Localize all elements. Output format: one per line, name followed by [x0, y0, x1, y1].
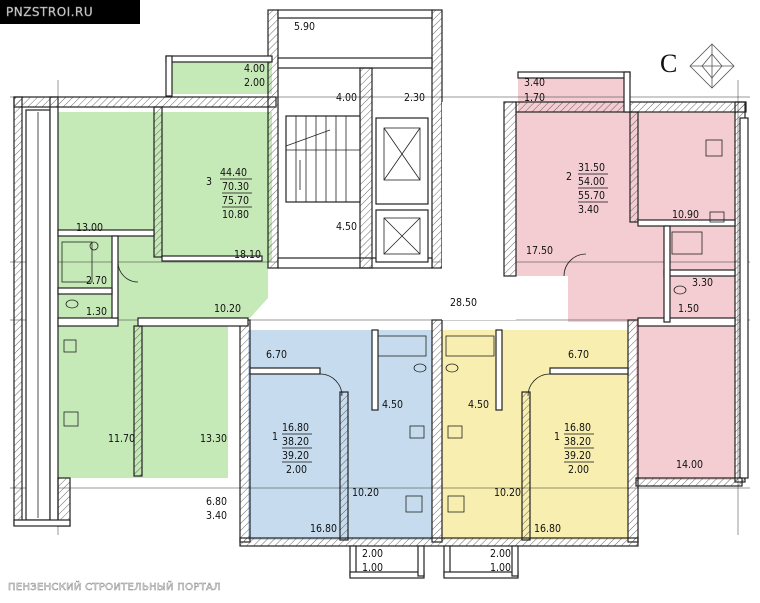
yellow-interior-walls [443, 329, 629, 579]
label-green-bottom-a: 6.80 [206, 496, 227, 508]
label-yellow-balcony-a: 2.00 [490, 548, 511, 560]
watermark-top: PNZSTROI.RU [6, 5, 93, 19]
label-yellow-kitchen: 10.20 [494, 487, 521, 499]
yellow-area-full: 39.20 [564, 450, 591, 462]
pink-area-balcony: 3.40 [578, 204, 599, 216]
apartment-green-fill [58, 112, 272, 478]
label-stair-landing: 4.50 [336, 221, 357, 233]
label-green-wc: 1.30 [86, 306, 107, 318]
blue-rooms: 1 [272, 431, 278, 443]
yellow-area-total: 38.20 [564, 436, 591, 448]
label-blue-hall: 6.70 [266, 349, 287, 361]
blue-summary: 1 16.80 38.20 39.20 2.00 [272, 422, 309, 476]
label-blue-balcony-a: 2.00 [362, 548, 383, 560]
label-green-bottom-b: 3.40 [206, 510, 227, 522]
pink-interior-walls [517, 71, 736, 327]
green-area-total: 70.30 [222, 181, 249, 193]
door-swings [117, 253, 587, 397]
pink-summary: 2 31.50 54.00 55.70 3.40 [566, 162, 605, 216]
label-yellow-bath: 4.50 [468, 399, 489, 411]
watermark-background [0, 0, 140, 24]
pink-area-total: 54.00 [578, 176, 605, 188]
yellow-area-balcony: 2.00 [568, 464, 589, 476]
summary-underlines [220, 173, 608, 463]
yellow-summary: 1 16.80 38.20 39.20 2.00 [554, 422, 591, 476]
green-rooms: 3 [206, 176, 212, 188]
label-blue-room: 16.80 [310, 523, 337, 535]
watermark-bottom: ПЕНЗЕНСКИЙ СТРОИТЕЛЬНЫЙ ПОРТАЛ [8, 580, 221, 593]
label-yellow-room: 16.80 [534, 523, 561, 535]
label-blue-balcony-b: 1.00 [362, 562, 383, 574]
blue-area-living: 16.80 [282, 422, 309, 434]
label-green-room-a: 11.70 [108, 433, 135, 445]
corridor [442, 101, 517, 320]
room-labels: 5.90 4.00 2.00 4.00 2.30 3.40 1.70 13.00… [76, 21, 713, 574]
apartment-yellow-fill [442, 330, 628, 540]
label-pink-kitchen: 10.90 [672, 209, 699, 221]
blue-area-total: 38.20 [282, 436, 309, 448]
outer-walls [13, 96, 749, 547]
label-yellow-balcony-b: 1.00 [490, 562, 511, 574]
label-yellow-hall: 6.70 [568, 349, 589, 361]
green-interior-walls [57, 55, 273, 477]
label-blue-bath: 4.50 [382, 399, 403, 411]
label-pink-room: 14.00 [676, 459, 703, 471]
label-pink-loggia-b: 1.70 [524, 92, 545, 104]
blue-area-balcony: 2.00 [286, 464, 307, 476]
label-top-balcony: 5.90 [294, 21, 315, 33]
label-pink-wc: 1.50 [678, 303, 699, 315]
green-area-living: 44.40 [220, 167, 247, 179]
label-stair-top: 4.00 [336, 92, 357, 104]
label-lift-top: 2.30 [404, 92, 425, 104]
green-area-balcony: 10.80 [222, 209, 249, 221]
label-green-room-b: 13.30 [200, 433, 227, 445]
apartment-yellow[interactable] [442, 330, 628, 540]
label-green-bath: 2.70 [86, 275, 107, 287]
pink-area-living: 31.50 [578, 162, 605, 174]
pink-rooms: 2 [566, 171, 572, 183]
yellow-area-living: 16.80 [564, 422, 591, 434]
compass-letter: С [660, 49, 677, 78]
label-green-hall: 10.20 [214, 303, 241, 315]
green-area-full: 75.70 [222, 195, 249, 207]
label-green-loggia-a: 4.00 [244, 63, 265, 75]
apartment-pink-fill [516, 112, 735, 480]
label-green-kitchen: 13.00 [76, 222, 103, 234]
label-corridor: 28.50 [450, 297, 477, 309]
compass-rose-icon [689, 43, 735, 89]
apartment-green[interactable] [58, 56, 272, 478]
label-pink-loggia-a: 3.40 [524, 77, 545, 89]
label-pink-hall: 17.50 [526, 245, 553, 257]
label-pink-bath: 3.30 [692, 277, 713, 289]
label-blue-kitchen: 10.20 [352, 487, 379, 499]
blue-interior-walls [249, 329, 427, 579]
compass: С [660, 43, 735, 89]
blue-area-full: 39.20 [282, 450, 309, 462]
label-green-loggia-b: 2.00 [244, 77, 265, 89]
label-green-room-big: 18.10 [234, 249, 261, 261]
green-summary: 3 44.40 70.30 75.70 10.80 [206, 167, 249, 221]
pink-area-full: 55.70 [578, 190, 605, 202]
yellow-rooms: 1 [554, 431, 560, 443]
